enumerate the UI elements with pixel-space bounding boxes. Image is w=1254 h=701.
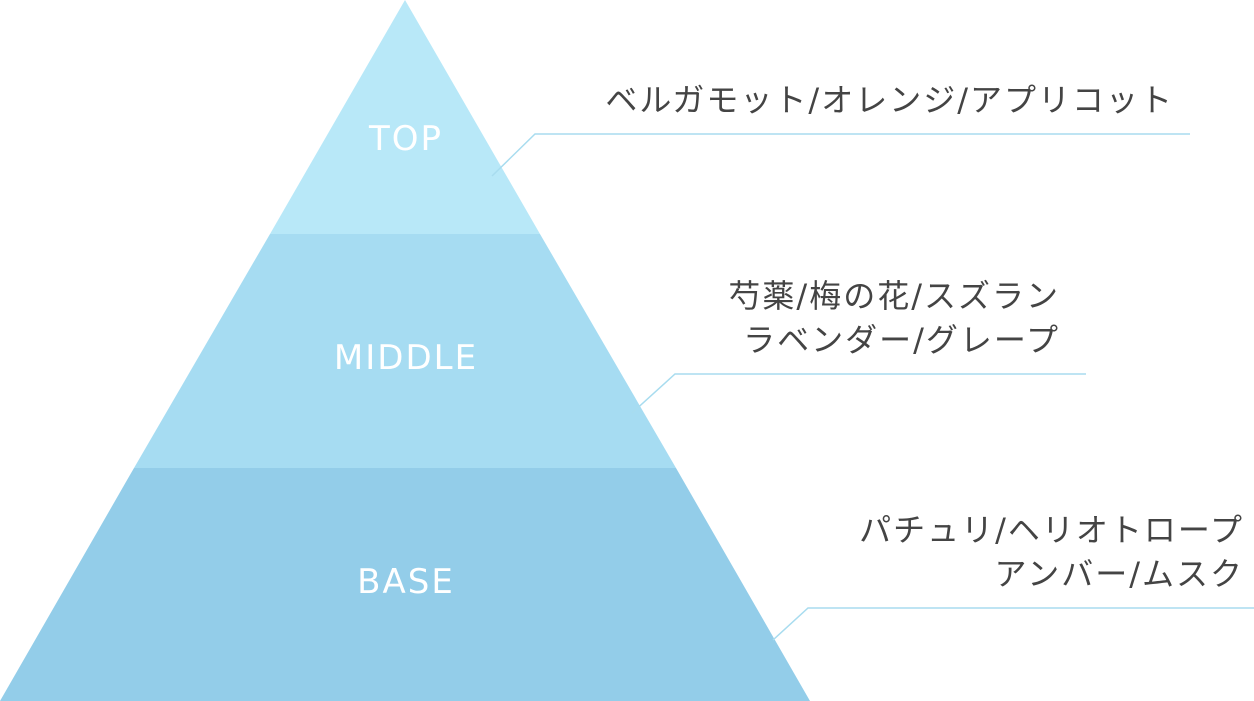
leader-line-base — [772, 607, 1254, 641]
tier-label-top: TOP — [368, 119, 443, 159]
base-notes-line-1: パチュリ/ヘリオトロープ — [859, 511, 1244, 549]
tier-label-base: BASE — [357, 562, 455, 602]
middle-notes-line-1: 芍薬/梅の花/スズラン — [728, 277, 1060, 315]
base-notes-line-2: アンバー/ムスク — [994, 555, 1244, 593]
tier-label-middle: MIDDLE — [334, 338, 478, 378]
leader-line-middle — [631, 373, 1086, 414]
top-notes: ベルガモット/オレンジ/アプリコット — [605, 78, 1174, 122]
base-notes: パチュリ/ヘリオトロープ アンバー/ムスク — [859, 508, 1244, 596]
top-notes-line-1: ベルガモット/オレンジ/アプリコット — [605, 81, 1174, 119]
middle-notes: 芍薬/梅の花/スズラン ラベンダー/グレープ — [728, 274, 1060, 362]
middle-notes-line-2: ラベンダー/グレープ — [743, 321, 1060, 359]
leader-line-top — [491, 133, 1190, 177]
pyramid-tier-top — [270, 0, 540, 234]
pyramid-tier-base — [0, 468, 810, 701]
pyramid-tier-middle — [134, 234, 676, 468]
